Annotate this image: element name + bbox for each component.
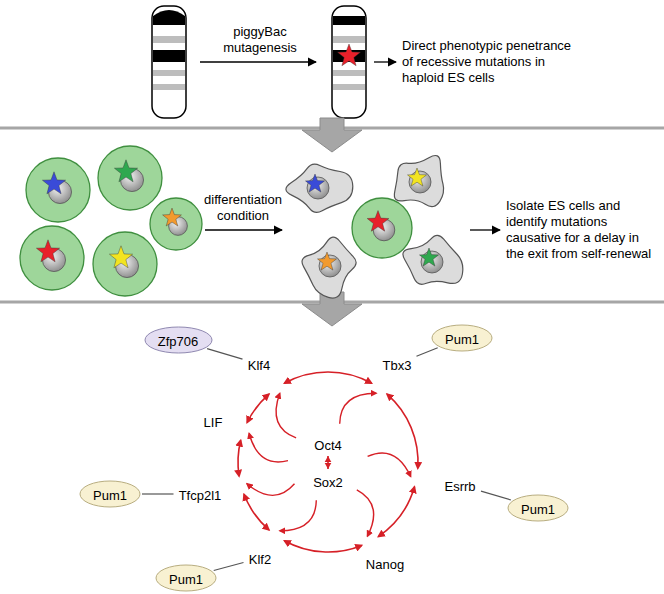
gene-label: Oct4	[312, 435, 344, 453]
interaction-line	[142, 494, 174, 495]
down-arrow	[302, 118, 362, 152]
mutation-star	[163, 208, 182, 226]
node-text: Pum1	[169, 572, 203, 588]
mutation-star	[36, 240, 59, 262]
es-cell	[98, 146, 162, 210]
process-arrow	[200, 61, 316, 62]
regulator-ellipse: Pum1	[507, 494, 569, 522]
gene-label: Nanog	[364, 554, 407, 572]
interaction-line	[417, 348, 438, 357]
process-arrow	[470, 229, 500, 230]
regulatory-arc	[247, 394, 269, 422]
regulator-ellipse: Pum1	[155, 564, 217, 592]
regulator-ellipse: Pum1	[79, 480, 141, 508]
regulatory-arc	[387, 394, 418, 468]
interaction-line	[207, 349, 242, 360]
node-text: Tfcp2l1	[179, 488, 222, 504]
node-text: Klf2	[249, 552, 271, 568]
regulatory-arrow	[249, 433, 288, 462]
process-arrow	[374, 61, 396, 62]
regulator-ellipse: Pum1	[431, 324, 493, 352]
regulator-ellipse: Zfp706	[144, 326, 213, 354]
node-text: Nanog	[366, 557, 404, 573]
node-text: Pum1	[93, 488, 127, 504]
es-cell	[20, 226, 84, 290]
es-cell	[352, 198, 412, 258]
mutation-star	[42, 172, 65, 194]
mutation-star	[367, 211, 389, 232]
mutation-star	[109, 246, 132, 268]
mutation-star	[338, 44, 361, 66]
process-arrow	[205, 229, 282, 230]
regulatory-arc	[284, 541, 361, 552]
regulatory-arc	[284, 372, 371, 383]
annotation-text: differentiation condition	[198, 192, 288, 224]
chromosome	[332, 6, 366, 118]
es-cell	[93, 232, 157, 296]
annotation-text: Direct phenotypic penetrance of recessiv…	[402, 38, 580, 86]
node-text: Esrrb	[444, 479, 475, 495]
gene-label: Sox2	[311, 472, 345, 490]
gene-label: Esrrb	[442, 476, 478, 494]
gene-label: Klf4	[246, 355, 273, 373]
gene-label: Tfcp2l1	[177, 485, 224, 503]
interaction-line	[214, 563, 244, 571]
differentiated-cell	[394, 155, 443, 206]
node-text: Tbx3	[383, 358, 412, 374]
regulatory-arrow	[247, 484, 295, 496]
mutation-star	[408, 168, 427, 186]
mutation-star	[420, 248, 439, 266]
gene-label: Tbx3	[381, 355, 414, 373]
node-text: LIF	[204, 415, 223, 431]
arrowhead	[325, 463, 332, 469]
chromosome	[152, 6, 186, 118]
node-text: Sox2	[313, 475, 343, 491]
interaction-line	[481, 491, 511, 500]
regulatory-arrow	[276, 393, 296, 438]
annotation-text: Isolate ES cells and identify mutations …	[506, 198, 660, 262]
regulatory-arc	[238, 440, 241, 476]
mutation-star	[318, 252, 337, 270]
arrowhead	[325, 456, 332, 462]
es-cell	[150, 198, 202, 250]
differentiated-cell	[403, 235, 463, 284]
regulatory-arrow	[280, 500, 317, 531]
es-cell	[26, 158, 90, 222]
node-text: Zfp706	[158, 334, 198, 350]
mutation-star	[114, 160, 137, 182]
regulatory-arrow	[368, 453, 411, 477]
node-text: Pum1	[521, 502, 555, 518]
node-text: Oct4	[314, 438, 341, 454]
regulatory-arrow	[325, 456, 332, 469]
regulatory-arrow	[357, 490, 374, 536]
node-text: Klf4	[248, 358, 270, 374]
mutation-star	[306, 174, 325, 192]
annotation-text: piggyBac mutagenesis	[205, 24, 315, 56]
regulatory-arc	[244, 494, 269, 530]
regulatory-arc	[378, 487, 414, 537]
regulatory-arrow	[340, 393, 377, 424]
node-text: Pum1	[445, 332, 479, 348]
gene-label: Klf2	[247, 549, 274, 567]
gene-label: LIF	[202, 412, 225, 430]
differentiated-cell	[286, 164, 353, 212]
differentiated-cell	[302, 237, 356, 298]
